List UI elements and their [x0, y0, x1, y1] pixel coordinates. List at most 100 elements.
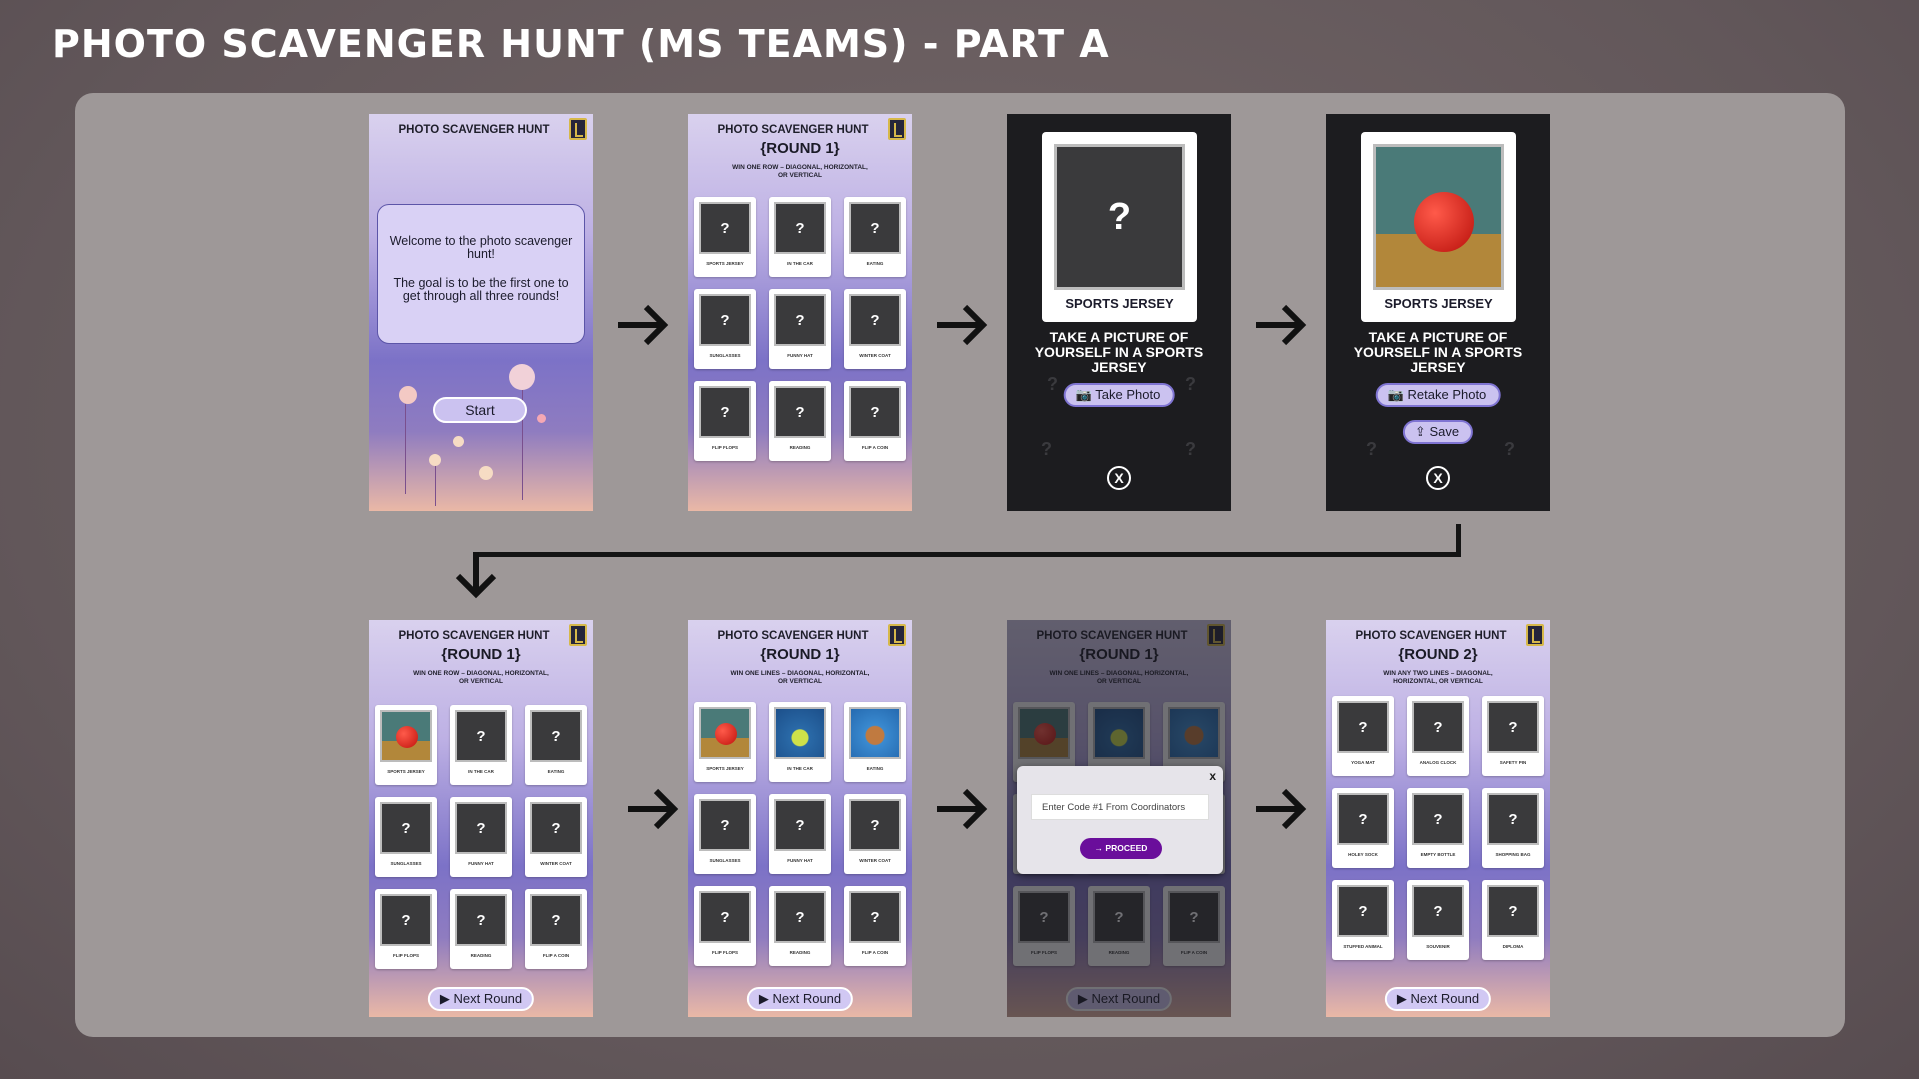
- bingo-card[interactable]: ?SAFETY PIN: [1482, 696, 1544, 776]
- ghost-card: ?: [1366, 439, 1377, 459]
- round-rules: WIN ONE ROW – DIAGONAL, HORIZONTAL, OR V…: [732, 164, 868, 179]
- bingo-card[interactable]: ?IN THE CAR: [450, 705, 512, 785]
- bingo-grid: ?YOGA MAT ?ANALOG CLOCK ?SAFETY PIN ?HOL…: [1332, 696, 1544, 960]
- arrow-right-icon: [1256, 304, 1307, 346]
- bingo-card[interactable]: ?SPORTS JERSEY: [694, 197, 756, 277]
- goal-text: The goal is to be the first one to get t…: [393, 276, 569, 303]
- camera-icon: 📷: [1075, 387, 1092, 402]
- bingo-card[interactable]: ?FLIP FLOPS: [694, 886, 756, 966]
- close-circle-icon[interactable]: X: [1426, 466, 1450, 490]
- decor-bubble: [453, 436, 464, 447]
- bingo-card[interactable]: ?FUNNY HAT: [769, 794, 831, 874]
- play-icon: ▶: [439, 991, 450, 1006]
- decor-bubble: [479, 466, 493, 480]
- next-round-label: Next Round: [453, 991, 523, 1006]
- screen-round1-complete: PHOTO SCAVENGER HUNT {ROUND 1} WIN ONE L…: [688, 620, 912, 1017]
- arrow-right-icon: [937, 788, 988, 830]
- start-button[interactable]: Start: [433, 397, 527, 423]
- welcome-dialog: Welcome to the photo scavenger hunt! The…: [377, 204, 585, 344]
- bingo-card[interactable]: ?EATING: [525, 705, 587, 785]
- close-dialog-button[interactable]: x: [1209, 769, 1216, 783]
- bingo-card[interactable]: ?SOUVENIR: [1407, 880, 1469, 960]
- bingo-card[interactable]: ?SUNGLASSES: [694, 794, 756, 874]
- app-title: PHOTO SCAVENGER HUNT: [717, 630, 869, 642]
- bingo-card[interactable]: ?DIPLOMA: [1482, 880, 1544, 960]
- arrow-down-icon: [455, 552, 497, 599]
- screen-round1-progress: PHOTO SCAVENGER HUNT {ROUND 1} WIN ONE R…: [369, 620, 593, 1017]
- arrow-right-icon: →: [1094, 843, 1104, 853]
- next-round-label: Next Round: [772, 991, 842, 1006]
- bingo-card[interactable]: SPORTS JERSEY: [694, 702, 756, 782]
- bingo-card[interactable]: ?IN THE CAR: [769, 197, 831, 277]
- bingo-card[interactable]: ?STUFFED ANIMAL: [1332, 880, 1394, 960]
- decor-stem: [522, 390, 523, 500]
- bingo-card[interactable]: ?FLIP A COIN: [844, 381, 906, 461]
- round-title: {ROUND 1}: [760, 646, 840, 663]
- round-rules: WIN ANY TWO LINES – DIAGONAL, HORIZONTAL…: [1383, 670, 1493, 685]
- bingo-card[interactable]: ?EMPTY BOTTLE: [1407, 788, 1469, 868]
- bingo-card[interactable]: ?SUNGLASSES: [694, 289, 756, 369]
- bingo-card[interactable]: EATING: [844, 702, 906, 782]
- upload-icon: ⇪: [1414, 424, 1426, 439]
- bingo-grid: SPORTS JERSEY IN THE CAR EATING ?SUNGLAS…: [694, 702, 906, 966]
- retake-photo-label: Retake Photo: [1407, 387, 1487, 402]
- decor-stem: [435, 466, 436, 506]
- decor-bubble: [537, 414, 546, 423]
- photo-prompt: TAKE A PICTURE OF YOURSELF IN A SPORTS J…: [1034, 329, 1204, 375]
- bingo-card[interactable]: ?READING: [769, 381, 831, 461]
- arrow-right-icon: [628, 788, 679, 830]
- bingo-card[interactable]: ?SUNGLASSES: [375, 797, 437, 877]
- code-input[interactable]: Enter Code #1 From Coordinators: [1031, 794, 1209, 820]
- round-title: {ROUND 1}: [760, 140, 840, 157]
- next-round-button[interactable]: ▶ Next Round: [1384, 987, 1492, 1011]
- next-round-label: Next Round: [1410, 991, 1480, 1006]
- retake-photo-button[interactable]: 📷 Retake Photo: [1375, 383, 1501, 407]
- bingo-card[interactable]: ?FUNNY HAT: [769, 289, 831, 369]
- item-card: SPORTS JERSEY: [1361, 132, 1516, 322]
- decor-bubble: [509, 364, 535, 390]
- bingo-card[interactable]: ?EATING: [844, 197, 906, 277]
- bingo-card[interactable]: ?FLIP FLOPS: [694, 381, 756, 461]
- item-label: SPORTS JERSEY: [1384, 296, 1493, 311]
- bingo-card[interactable]: ?SHOPPING BAG: [1482, 788, 1544, 868]
- bingo-card[interactable]: ?YOGA MAT: [1332, 696, 1394, 776]
- next-round-button[interactable]: ▶ Next Round: [746, 987, 854, 1011]
- screen-welcome: PHOTO SCAVENGER HUNT Welcome to the phot…: [369, 114, 593, 511]
- bingo-card[interactable]: ?WINTER COAT: [525, 797, 587, 877]
- flow-connector: [473, 524, 1461, 557]
- ghost-card: ?: [1041, 439, 1052, 459]
- bingo-card[interactable]: ?WINTER COAT: [844, 289, 906, 369]
- bingo-card[interactable]: ?FUNNY HAT: [450, 797, 512, 877]
- bingo-card[interactable]: ?FLIP A COIN: [525, 889, 587, 969]
- bingo-card[interactable]: ?READING: [450, 889, 512, 969]
- bingo-card[interactable]: SPORTS JERSEY: [375, 705, 437, 785]
- code-dialog: x Enter Code #1 From Coordinators → PROC…: [1017, 766, 1223, 874]
- save-button[interactable]: ⇪ Save: [1402, 420, 1474, 444]
- app-title: PHOTO SCAVENGER HUNT: [398, 630, 550, 642]
- proceed-button[interactable]: → PROCEED: [1080, 838, 1162, 859]
- round-rules: WIN ONE LINES – DIAGONAL, HORIZONTAL, OR…: [730, 670, 870, 685]
- screen-round1-board: PHOTO SCAVENGER HUNT {ROUND 1} WIN ONE R…: [688, 114, 912, 511]
- bingo-card[interactable]: ?FLIP FLOPS: [375, 889, 437, 969]
- play-icon: ▶: [758, 991, 769, 1006]
- photo-placeholder: ?: [1054, 144, 1185, 290]
- bingo-card[interactable]: ?FLIP A COIN: [844, 886, 906, 966]
- take-photo-button[interactable]: 📷 Take Photo: [1063, 383, 1175, 407]
- next-round-button[interactable]: ▶ Next Round: [427, 987, 535, 1011]
- decor-bubble: [429, 454, 441, 466]
- bingo-card[interactable]: ?WINTER COAT: [844, 794, 906, 874]
- screen-enter-code: PHOTO SCAVENGER HUNT {ROUND 1} WIN ONE L…: [1007, 620, 1231, 1017]
- close-circle-icon[interactable]: X: [1107, 466, 1131, 490]
- logo-icon: [569, 624, 587, 646]
- captured-photo: [1373, 144, 1504, 290]
- bingo-card[interactable]: IN THE CAR: [769, 702, 831, 782]
- bingo-card[interactable]: ?READING: [769, 886, 831, 966]
- bingo-card[interactable]: ?HOLEY SOCK: [1332, 788, 1394, 868]
- ghost-card: ?: [1047, 374, 1058, 394]
- photo-prompt: TAKE A PICTURE OF YOURSELF IN A SPORTS J…: [1353, 329, 1523, 375]
- page-title: PHOTO SCAVENGER HUNT (MS TEAMS) - PART A: [52, 22, 1110, 66]
- camera-icon: 📷: [1387, 387, 1404, 402]
- item-card: ? SPORTS JERSEY: [1042, 132, 1197, 322]
- bingo-card[interactable]: ?ANALOG CLOCK: [1407, 696, 1469, 776]
- decor-stem: [405, 404, 406, 494]
